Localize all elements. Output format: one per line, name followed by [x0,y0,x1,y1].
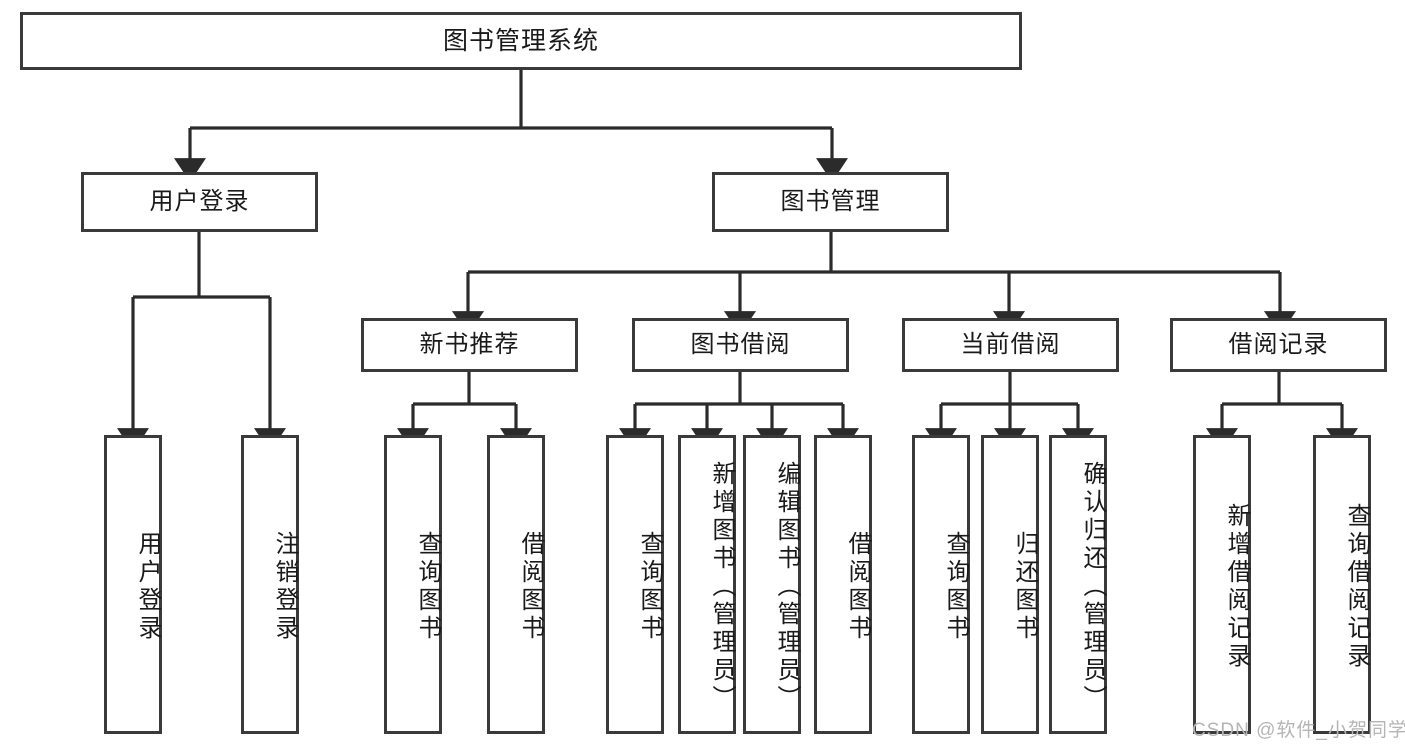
node-label: 新增图书（管理员） [708,460,735,713]
node-label: 确认归还（管理员） [1079,460,1106,713]
node-label: 查询图书 [636,530,663,643]
node-label: 图书借阅 [690,330,791,358]
node-book-borrow[interactable]: 图书借阅 [632,318,849,372]
node-new-book-recommend[interactable]: 新书推荐 [361,318,578,372]
leaf-record-add[interactable]: 新增借阅记录 [1193,435,1251,734]
node-label: 借阅图书 [517,530,544,643]
leaf-current-query-book[interactable]: 查询图书 [912,435,970,734]
csdn-watermark: CSDN @软件_小贺同学 [1192,720,1405,741]
leaf-user-login-signout[interactable]: 注销登录 [241,435,299,734]
node-label: 图书管理系统 [442,27,599,55]
node-label: 新书推荐 [419,330,520,358]
node-label: 查询图书 [414,530,441,643]
node-book-management[interactable]: 图书管理 [712,172,949,232]
node-label: 图书管理 [780,187,881,215]
node-label: 用户登录 [134,530,161,643]
node-label: 借阅图书 [844,530,871,643]
leaf-new-book-query[interactable]: 查询图书 [384,435,442,734]
leaf-current-confirm-return[interactable]: 确认归还（管理员） [1049,435,1107,734]
node-label: 查询借阅记录 [1343,502,1370,671]
leaf-borrow-edit-book[interactable]: 编辑图书（管理员） [743,435,801,734]
node-label: 借阅记录 [1228,330,1329,358]
leaf-user-login-signin[interactable]: 用户登录 [104,435,162,734]
node-label: 注销登录 [271,530,298,643]
node-label: 新增借阅记录 [1223,502,1250,671]
leaf-new-book-borrow[interactable]: 借阅图书 [487,435,545,734]
node-label: 用户登录 [149,187,250,215]
node-label: 当前借阅 [960,330,1061,358]
node-current-borrow[interactable]: 当前借阅 [902,318,1119,372]
node-label: 查询图书 [942,530,969,643]
leaf-borrow-add-book[interactable]: 新增图书（管理员） [678,435,736,734]
node-borrow-record[interactable]: 借阅记录 [1170,318,1387,372]
node-label: 编辑图书（管理员） [773,460,800,713]
node-user-login[interactable]: 用户登录 [81,172,318,232]
leaf-current-return-book[interactable]: 归还图书 [981,435,1039,734]
node-root-system[interactable]: 图书管理系统 [20,12,1022,70]
leaf-record-query[interactable]: 查询借阅记录 [1313,435,1371,734]
leaf-borrow-query-book[interactable]: 查询图书 [606,435,664,734]
leaf-borrow-borrow-book[interactable]: 借阅图书 [814,435,872,734]
node-label: 归还图书 [1011,530,1038,643]
